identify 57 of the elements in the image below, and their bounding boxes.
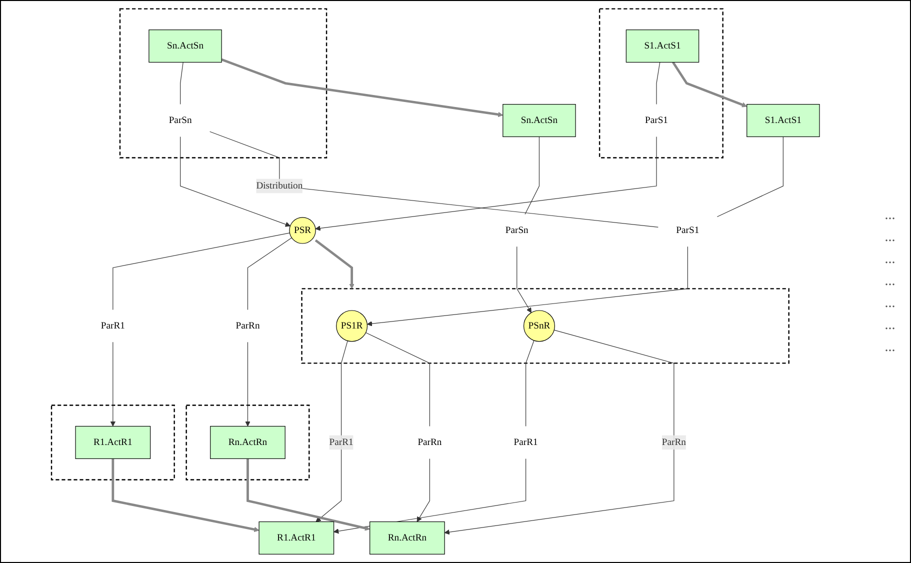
arrow: [416, 458, 430, 522]
node-text: ParSn: [168, 115, 192, 126]
node-text: ParS1: [645, 115, 668, 126]
cluster: [301, 288, 790, 364]
connector: [180, 62, 184, 105]
node-box: Sn.ActSn: [502, 104, 576, 138]
node-text: ParS1: [676, 225, 700, 236]
edge-label: ParR1: [329, 437, 354, 448]
node-box: Sn.ActSn: [148, 30, 222, 63]
node-circle: PSnR: [523, 310, 555, 342]
node-box: S1.ActS1: [626, 30, 700, 63]
arrow: [245, 342, 250, 426]
arrow: [366, 246, 688, 326]
connector: [210, 131, 658, 228]
node-circle: PS1R: [336, 310, 368, 342]
arrow: [516, 246, 532, 313]
node-text: ParSn: [505, 225, 528, 236]
connector: [112, 232, 290, 310]
connector: [716, 136, 784, 218]
connector: [524, 136, 540, 215]
cluster: [598, 8, 724, 158]
arrow: [444, 330, 674, 535]
arrow: [315, 136, 657, 231]
arrow: [314, 239, 354, 289]
arrow: [246, 458, 370, 531]
node-box: R1.ActR1: [258, 521, 334, 554]
node-text: ParR1: [100, 320, 125, 331]
node-text: ParR1: [514, 437, 538, 448]
edge-label: Distribution: [256, 180, 303, 191]
ellipsis-text: ...: [884, 318, 896, 334]
connector: [656, 62, 660, 105]
node-text: ParRn: [236, 320, 260, 331]
node-box: Rn.ActRn: [370, 521, 445, 554]
node-circle: PSR: [289, 217, 316, 244]
connector: [247, 237, 292, 310]
cluster: [50, 404, 175, 480]
ellipsis-text: ...: [884, 296, 896, 312]
arrow: [316, 340, 348, 522]
ellipsis-text: ...: [884, 208, 896, 224]
node-box: S1.ActS1: [746, 104, 820, 138]
arrow: [110, 342, 116, 426]
connector: [365, 332, 430, 427]
ellipsis-text: ...: [884, 230, 896, 246]
cluster: [186, 404, 310, 480]
node-box: R1.ActR1: [75, 426, 151, 459]
node-text: ParRn: [418, 437, 442, 448]
arrow: [672, 62, 748, 108]
arrow: [221, 58, 504, 118]
connector: [526, 340, 534, 427]
ellipsis-text: ...: [884, 340, 896, 356]
cluster: [119, 8, 328, 158]
arrow: [180, 136, 290, 227]
arrow: [112, 458, 260, 532]
edge-label: ParRn: [662, 437, 686, 448]
ellipsis-text: ...: [884, 274, 896, 290]
node-box: Rn.ActRn: [210, 426, 286, 459]
ellipsis-text: ...: [884, 252, 896, 268]
